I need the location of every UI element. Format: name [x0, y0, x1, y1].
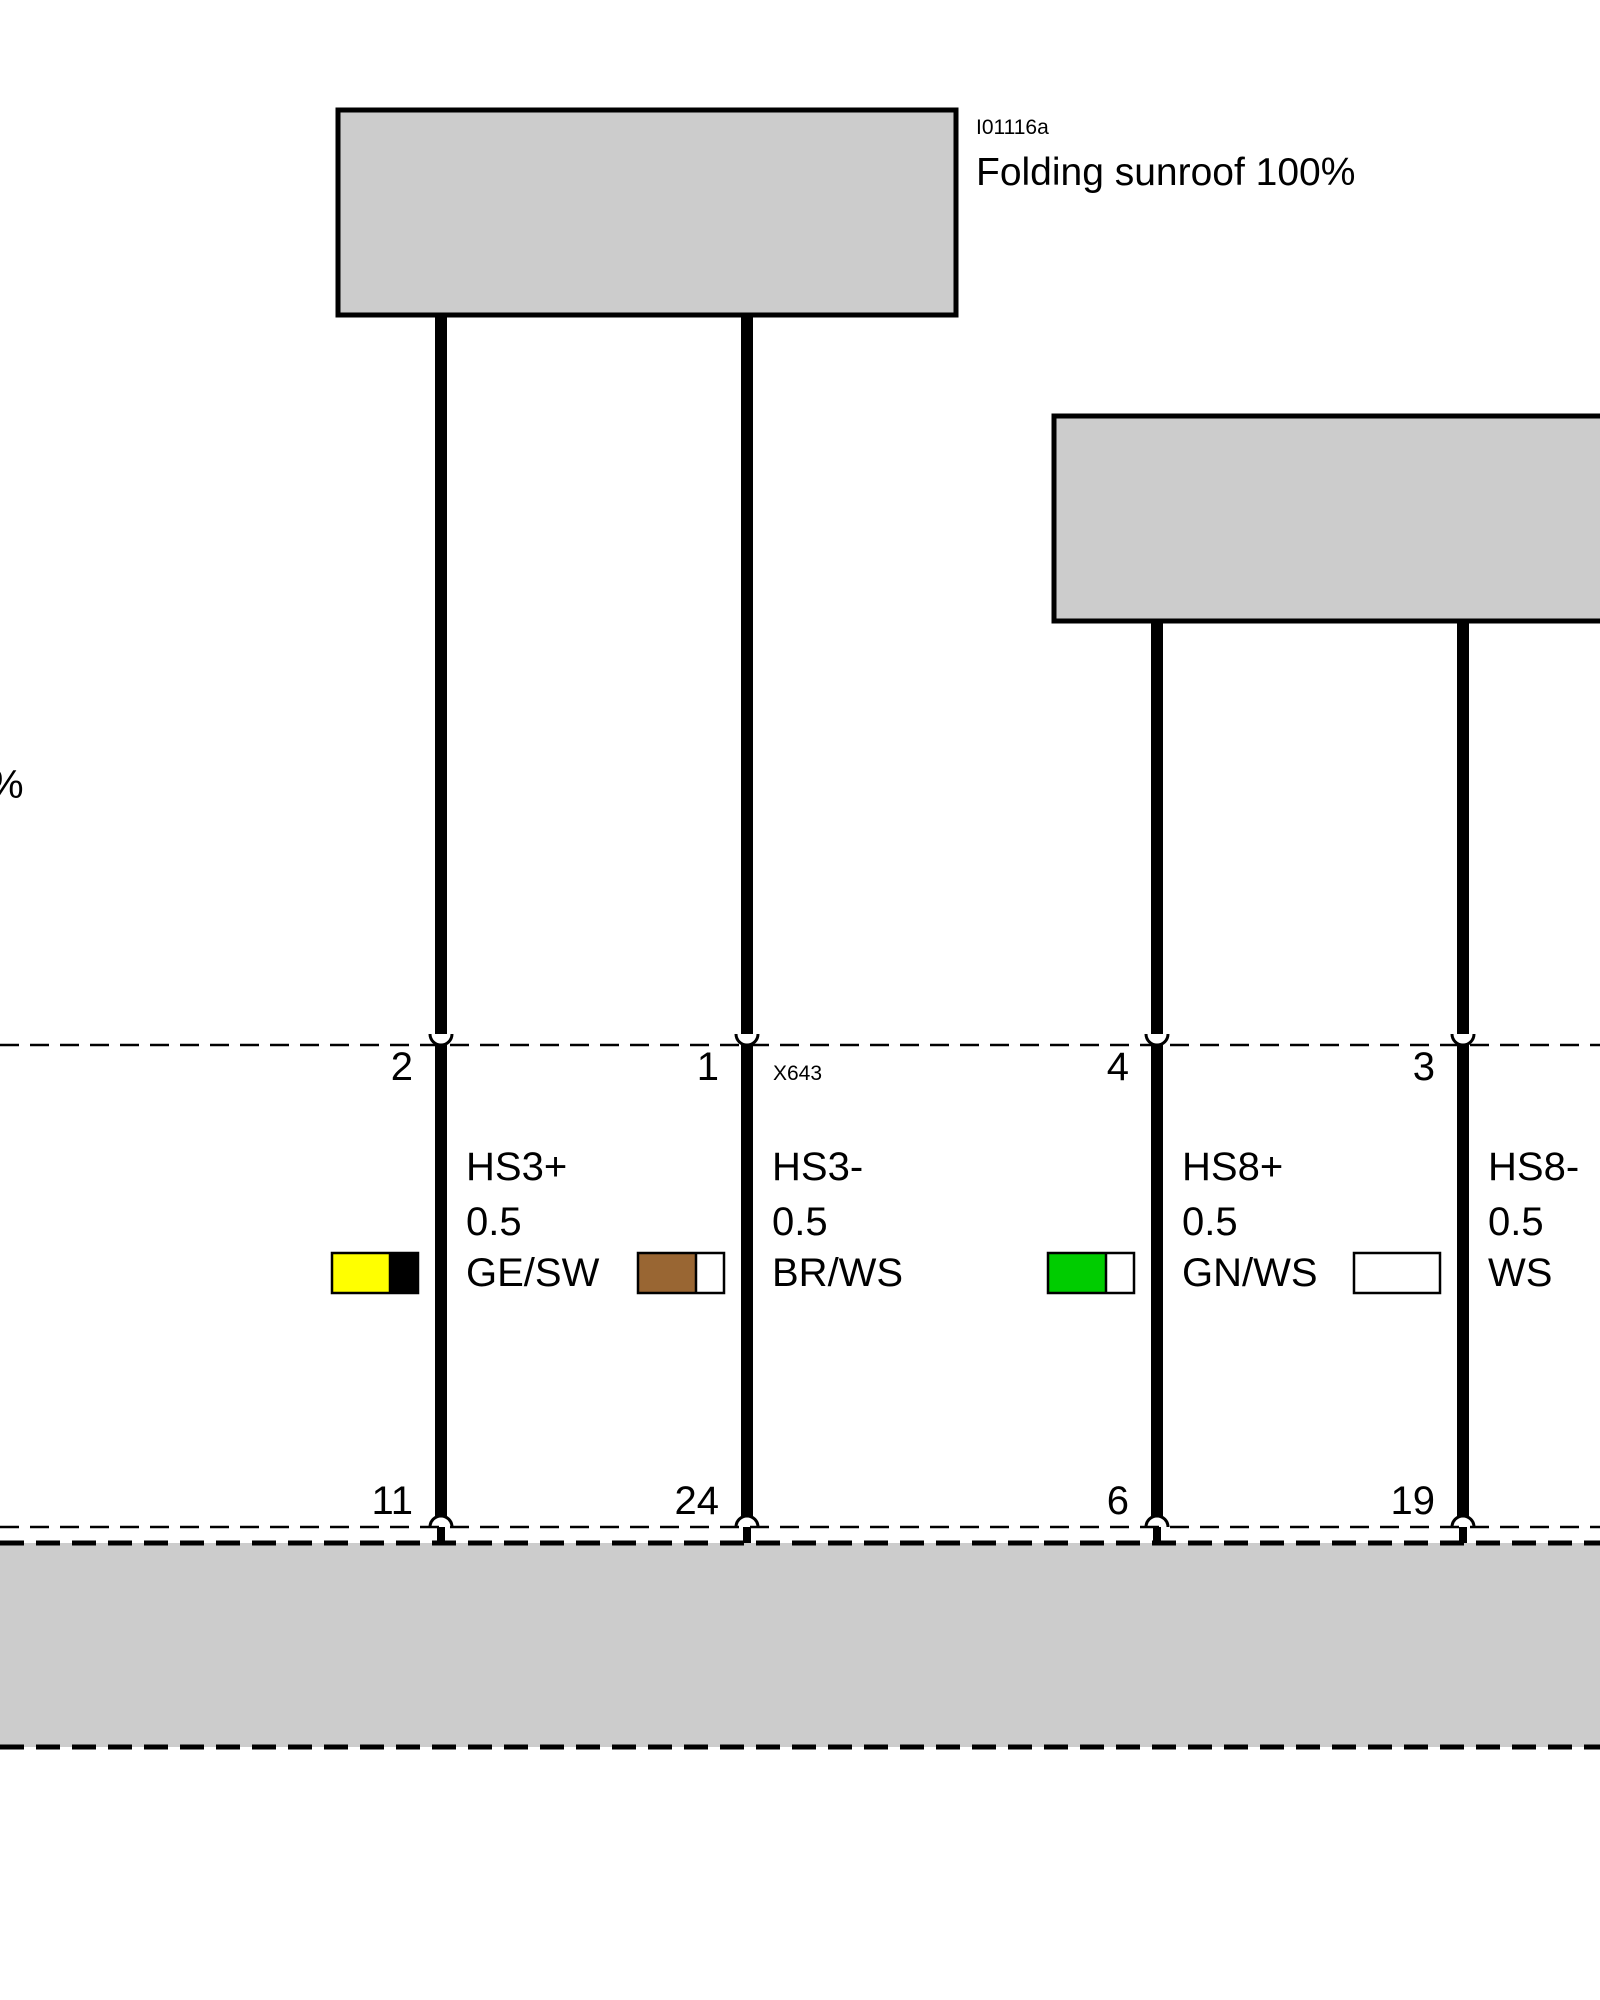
color-swatch-border: [1046, 1251, 1136, 1295]
connector-pin-top-3: [1450, 1033, 1476, 1047]
pin-number-bottom: 24: [675, 1479, 720, 1523]
color-swatch-border: [636, 1251, 726, 1295]
left-cut-label: %: [0, 763, 24, 807]
color-swatch-primary: [1354, 1253, 1440, 1293]
wire-color-code-label: BR/WS: [772, 1251, 903, 1295]
pin-number-top: 2: [391, 1045, 413, 1089]
wire-gauge-label: 0.5: [772, 1200, 828, 1244]
color-swatch-stripe: [390, 1253, 418, 1293]
pin-number-top: 3: [1413, 1045, 1435, 1089]
wires-layer: 2 11 HS3+ 0.5GE/SW 1 24 HS3- 0.5BR/WS 4 6 HS8+ 0.5G…: [330, 315, 1579, 1543]
wire-gauge-label: 0.5: [1488, 1200, 1544, 1244]
connector-pin-bottom-11: [428, 1514, 454, 1528]
pin-number-top: 4: [1107, 1045, 1129, 1089]
color-swatch-border: [1352, 1251, 1442, 1295]
wire-gauge-label: 0.5: [466, 1200, 522, 1244]
wire-color-code-label: WS: [1488, 1251, 1552, 1295]
color-swatch-primary: [1048, 1253, 1106, 1293]
wire-gauge-label: 0.5: [1182, 1200, 1238, 1244]
right-module-box[interactable]: [1051, 413, 1600, 624]
connector-pin-bottom-24: [734, 1514, 760, 1528]
connector-x643-label: X643: [773, 1062, 822, 1085]
connector-pin-top-2: [428, 1033, 454, 1047]
connector-pin-top-4: [1144, 1033, 1170, 1047]
pin-number-bottom: 11: [371, 1479, 413, 1523]
color-swatch-border: [330, 1251, 420, 1295]
wire-signal-label: HS3-: [772, 1145, 863, 1189]
bottom-module-box[interactable]: [0, 1543, 1600, 1747]
connector-pin-bottom-6: [1144, 1514, 1170, 1528]
sunroof-module-box[interactable]: [335, 107, 959, 318]
connector-pin-top-1: [734, 1033, 760, 1047]
wire-signal-label: HS8-: [1488, 1145, 1579, 1189]
wire-signal-label: HS8+: [1182, 1145, 1283, 1189]
color-swatch-stripe: [696, 1253, 724, 1293]
color-swatch-primary: [332, 1253, 390, 1293]
sunroof-part-code: I01116a: [976, 116, 1049, 139]
pin-number-top: 1: [697, 1045, 719, 1089]
wire-signal-label: HS3+: [466, 1145, 567, 1189]
color-swatch-primary: [638, 1253, 696, 1293]
wire-color-code-label: GE/SW: [466, 1251, 600, 1295]
pin-number-bottom: 19: [1391, 1479, 1436, 1523]
wire-color-code-label: GN/WS: [1182, 1251, 1318, 1295]
pin-number-bottom: 6: [1107, 1479, 1129, 1523]
sunroof-module-label: Folding sunroof 100%: [976, 151, 1355, 194]
color-swatch-stripe: [1106, 1253, 1134, 1293]
connector-pin-bottom-19: [1450, 1514, 1476, 1528]
